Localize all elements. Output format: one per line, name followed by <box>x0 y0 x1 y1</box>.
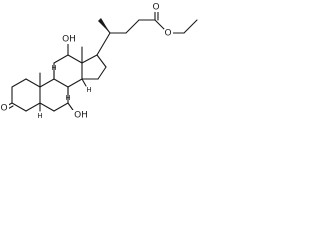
side-chain <box>96 19 198 56</box>
hydroxyl-7-label: OH <box>74 111 88 121</box>
ester-oxygen-label: O <box>164 29 171 39</box>
ester-carbonyl-oxygen-label: O <box>152 3 159 13</box>
ring-d <box>81 54 107 80</box>
angular-methyls <box>39 46 83 88</box>
hydrogen-9-label: H <box>51 64 56 72</box>
ring-a <box>11 78 41 112</box>
stereo-hydrogen-bonds <box>39 70 87 112</box>
hydrogen-5-label: H <box>37 112 42 120</box>
hydroxyl-12-label: OH <box>62 35 76 45</box>
ring-c <box>53 54 83 88</box>
hydrogen-8-label: H <box>65 94 70 102</box>
ring-b <box>39 78 69 112</box>
chemical-structure: O OH OH O O H H H H <box>0 3 198 121</box>
stereo-wedge-c20 <box>98 18 110 33</box>
hydrogen-14-label: H <box>86 86 91 94</box>
oxo-oxygen-label: O <box>0 104 7 114</box>
